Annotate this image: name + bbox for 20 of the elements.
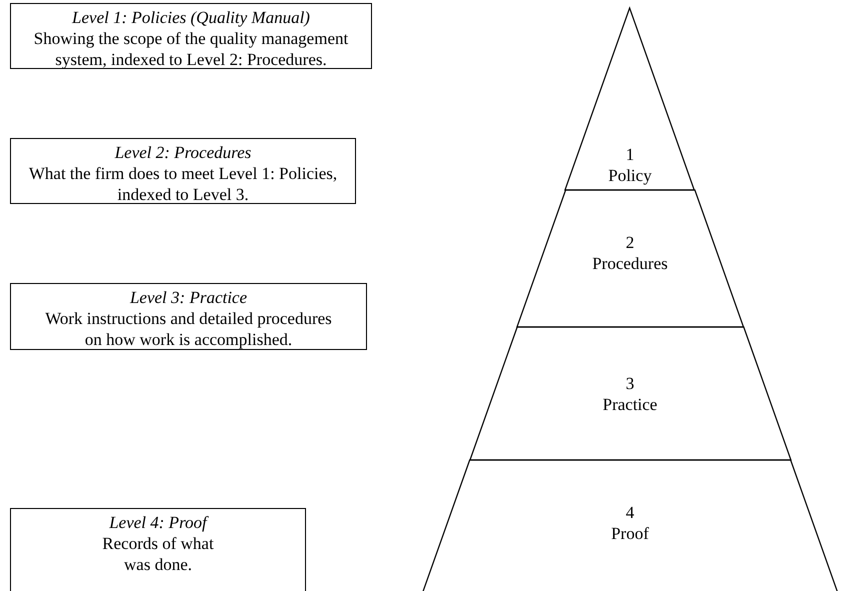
level-description: Showing the scope of the quality management system, indexed to Level 2: Procedures. [32, 28, 350, 70]
tier-label: Proof [611, 523, 649, 544]
level-heading: Level 3: Practice [130, 287, 248, 308]
level-heading: Level 4: Proof [109, 512, 207, 533]
text-box [10, 283, 367, 350]
tier-number: 2 [626, 232, 634, 253]
level-description: Work instructions and detailed procedures on how work is accomplished. [44, 308, 333, 350]
text-box [10, 508, 306, 591]
level-heading: Level 1: Policies (Quality Manual) [72, 7, 310, 28]
tier-label: Practice [602, 394, 658, 415]
tier-label: Policy [608, 165, 652, 186]
level-description: Records of what was done. [101, 533, 215, 575]
tier-number: 3 [626, 373, 634, 394]
tier-number: 1 [626, 144, 634, 165]
tier-label: Procedures [592, 253, 668, 274]
level-heading: Level 2: Procedures [114, 142, 252, 163]
tier-number: 4 [626, 502, 634, 523]
text-box [10, 138, 356, 204]
level-description: What the firm does to meet Level 1: Policies, indexed to Level 3. [28, 163, 338, 205]
text-box [10, 3, 372, 69]
